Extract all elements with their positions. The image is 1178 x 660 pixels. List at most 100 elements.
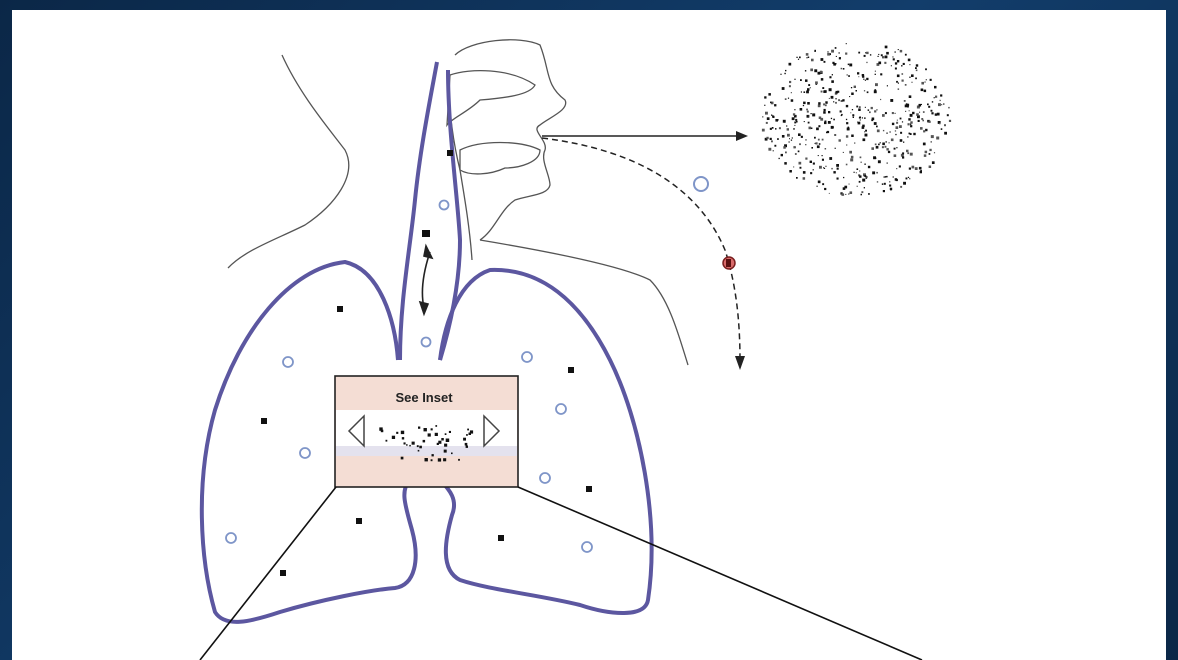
aerosol-dot	[779, 127, 781, 129]
open-circle-particle	[440, 201, 449, 210]
oral-cavity	[460, 143, 540, 174]
aerosol-dot	[843, 152, 844, 153]
aerosol-dot	[909, 168, 911, 170]
aerosol-dot	[847, 128, 850, 131]
aerosol-dot	[815, 81, 818, 84]
aerosol-dot	[824, 168, 825, 169]
aerosol-dot	[785, 98, 787, 100]
aerosol-dot	[909, 133, 911, 135]
aerosol-dot	[892, 56, 893, 57]
aerosol-dot	[934, 152, 935, 153]
aerosol-dot	[935, 113, 937, 115]
aerosol-dot	[867, 91, 869, 93]
inset-particle-dot	[449, 431, 451, 433]
aerosol-dot	[929, 149, 931, 151]
aerosol-dot	[919, 104, 922, 107]
aerosol-dot	[878, 56, 879, 57]
aerosol-dot	[833, 101, 834, 102]
aerosol-dot	[877, 130, 880, 133]
aerosol-dot	[796, 177, 798, 179]
aerosol-dot	[874, 90, 877, 93]
aerosol-dot	[829, 193, 830, 194]
aerosol-dot	[892, 112, 894, 114]
aerosol-dot	[928, 106, 930, 108]
aerosol-dot	[810, 87, 811, 88]
aerosol-dot	[811, 147, 813, 149]
aerosol-dot	[859, 117, 861, 119]
aerosol-dot	[907, 136, 909, 138]
aerosol-dot	[847, 74, 848, 75]
face-profile	[455, 40, 566, 240]
inset-particle-dot	[458, 459, 460, 461]
aerosol-dot	[921, 118, 923, 120]
aerosol-dot	[807, 88, 810, 91]
aerosol-dot	[882, 183, 884, 185]
aerosol-dot	[869, 111, 871, 113]
aerosol-dot	[792, 117, 795, 120]
aerosol-dot	[923, 111, 925, 113]
aerosol-dot	[772, 127, 774, 129]
aerosol-dot	[905, 54, 907, 56]
aerosol-dot	[934, 97, 935, 98]
aerosol-dot	[924, 143, 926, 145]
aerosol-dot	[916, 64, 918, 66]
aerosol-dot	[805, 139, 806, 140]
aerosol-dot	[814, 137, 816, 139]
aerosol-dot	[854, 86, 856, 88]
aerosol-dot	[806, 109, 808, 111]
inset-particle-dot	[401, 457, 404, 460]
aerosol-dot	[864, 90, 865, 91]
aerosol-dot	[835, 102, 837, 104]
aerosol-dot	[899, 165, 901, 167]
aerosol-dot	[920, 170, 922, 172]
aerosol-dot	[818, 105, 821, 108]
aerosol-dot	[904, 100, 906, 102]
inset-particle-dot	[417, 445, 419, 447]
inset-particle-dot	[386, 440, 388, 442]
aerosol-dot	[772, 115, 774, 117]
aerosol-dot	[808, 57, 810, 59]
aerosol-dot	[843, 68, 845, 70]
aerosol-dot	[803, 105, 804, 106]
aerosol-dot	[880, 99, 881, 100]
aerosol-dot	[875, 144, 877, 146]
aerosol-dot	[810, 161, 812, 163]
aerosol-dot	[800, 79, 802, 81]
aerosol-dot	[825, 104, 827, 106]
aerosol-dot	[824, 188, 826, 190]
aerosol-dot	[895, 62, 897, 64]
aerosol-dot	[821, 91, 823, 93]
aerosol-dot	[807, 111, 809, 113]
aerosol-dot	[925, 151, 928, 154]
aerosol-dot	[943, 103, 945, 105]
aerosol-dot	[922, 120, 924, 122]
aerosol-dot	[823, 103, 825, 105]
aerosol-dot	[812, 113, 815, 116]
aerosol-dot	[806, 91, 809, 94]
aerosol-dot	[791, 99, 794, 102]
aerosol-dot	[865, 130, 867, 132]
open-circle-particle	[226, 533, 236, 543]
aerosol-dot	[775, 128, 777, 130]
aerosol-dot	[806, 53, 809, 56]
aerosol-dot	[876, 172, 878, 174]
aerosol-dot	[860, 157, 862, 159]
aerosol-dot	[920, 127, 923, 130]
aerosol-dot	[944, 124, 946, 126]
aerosol-dot	[777, 119, 779, 121]
aerosol-dot	[878, 160, 881, 163]
aerosol-dot	[909, 110, 910, 111]
aerosol-dot	[794, 125, 795, 126]
aerosol-dot	[931, 135, 934, 138]
open-circle-particle	[300, 448, 310, 458]
aerosol-dot	[885, 146, 887, 148]
aerosol-dot	[774, 145, 776, 147]
aerosol-dot	[800, 167, 802, 169]
aerosol-dot	[824, 110, 825, 111]
aerosol-dot	[934, 86, 937, 89]
aerosol-dot	[948, 107, 950, 109]
aerosol-dot	[926, 79, 927, 80]
aerosol-dot	[803, 177, 806, 180]
aerosol-dot	[773, 150, 774, 151]
aerosol-dot	[794, 109, 795, 110]
